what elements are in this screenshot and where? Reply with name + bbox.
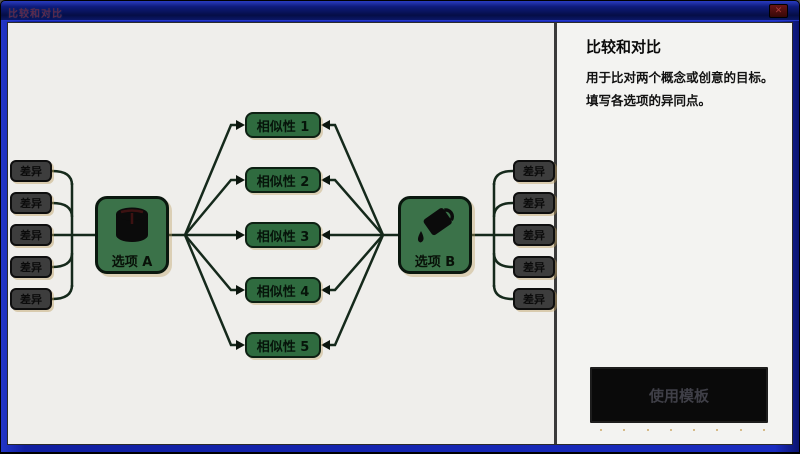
difference-box-right-5[interactable]: 差异 (513, 288, 555, 310)
option-a-node[interactable]: 选项 A (95, 196, 169, 274)
difference-box-left-1[interactable]: 差异 (10, 160, 52, 182)
titlebar[interactable]: 比较和对比 ✕ (1, 1, 799, 21)
option-a-label: 选项 A (111, 255, 153, 270)
window-title: 比较和对比 (8, 9, 63, 20)
use-template-button[interactable]: 使用模板 (590, 367, 768, 423)
difference-box-left-5[interactable]: 差异 (10, 288, 52, 310)
dialog-client-area: 差异 差异 差异 差异 差异 选项 A 相似性 1 相似性 2 (7, 22, 793, 445)
close-icon[interactable]: ✕ (769, 4, 788, 18)
cylinder-icon (109, 205, 155, 251)
difference-box-right-3[interactable]: 差异 (513, 224, 555, 246)
similarity-box-3[interactable]: 相似性 3 (245, 222, 321, 248)
template-description-line-1: 用于比对两个概念或创意的目标。 (586, 70, 774, 85)
option-b-node[interactable]: 选项 B (398, 196, 472, 274)
diagram-canvas[interactable]: 差异 差异 差异 差异 差异 选项 A 相似性 1 相似性 2 (8, 23, 557, 444)
difference-box-left-2[interactable]: 差异 (10, 192, 52, 214)
similarity-box-5[interactable]: 相似性 5 (245, 332, 321, 358)
option-b-label: 选项 B (414, 255, 456, 270)
difference-box-left-3[interactable]: 差异 (10, 224, 52, 246)
pouring-cup-icon (411, 205, 459, 251)
template-description-line-2: 填写各选项的异同点。 (586, 92, 712, 108)
similarity-box-2[interactable]: 相似性 2 (245, 167, 321, 193)
difference-box-right-2[interactable]: 差异 (513, 192, 555, 214)
difference-box-right-4[interactable]: 差异 (513, 256, 555, 278)
dots-decoration (600, 429, 765, 431)
difference-box-left-4[interactable]: 差异 (10, 256, 52, 278)
difference-box-right-1[interactable]: 差异 (513, 160, 555, 182)
similarity-box-4[interactable]: 相似性 4 (245, 277, 321, 303)
template-description: 用于比对两个概念或创意的目标。 填写各选项的异同点。 (586, 67, 786, 112)
similarity-box-1[interactable]: 相似性 1 (245, 112, 321, 138)
connector-lines (51, 120, 514, 350)
template-info-panel: 比较和对比 用于比对两个概念或创意的目标。 填写各选项的异同点。 使用模板 (560, 23, 792, 444)
template-title: 比较和对比 (586, 38, 662, 56)
